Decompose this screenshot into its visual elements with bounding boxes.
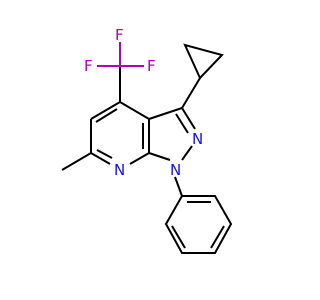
- atom-f-left: F: [84, 57, 93, 75]
- atom-n-pyrazole-1: N: [170, 161, 181, 179]
- bond-c4-c5: [90, 101, 121, 120]
- bond-c6-methyl: [61, 152, 92, 171]
- phenyl-double-2: [210, 225, 225, 249]
- molecule-canvas: N N N F F F: [61, 26, 233, 254]
- atom-f-right: F: [147, 57, 156, 75]
- bond-n7-c7a: [129, 152, 150, 165]
- bond-c4-c3a: [119, 101, 150, 120]
- bond-c6-n7: [90, 152, 111, 165]
- atom-n-pyridine: N: [114, 161, 125, 179]
- atom-f-top: F: [115, 26, 124, 44]
- bond-c6-n7-double: [96, 149, 113, 159]
- bond-n2-n1: [181, 145, 193, 161]
- bond-n1-phenyl: [174, 176, 183, 197]
- molecule-structure: N N N F F F: [61, 26, 233, 254]
- bond-c4-c5-double: [95, 108, 118, 123]
- bond-c3-n2: [181, 107, 196, 130]
- bond-c3-cyclopropyl: [181, 77, 201, 109]
- phenyl-double-3: [171, 225, 186, 249]
- bond-c3-n2-double: [175, 113, 189, 134]
- cyclopropyl-ring: [183, 43, 224, 80]
- bond-n1-c7a: [148, 152, 171, 161]
- bond-c3a-c3: [148, 107, 183, 120]
- atom-n-pyrazole-2: N: [192, 130, 203, 148]
- phenyl-ring: [164, 195, 233, 254]
